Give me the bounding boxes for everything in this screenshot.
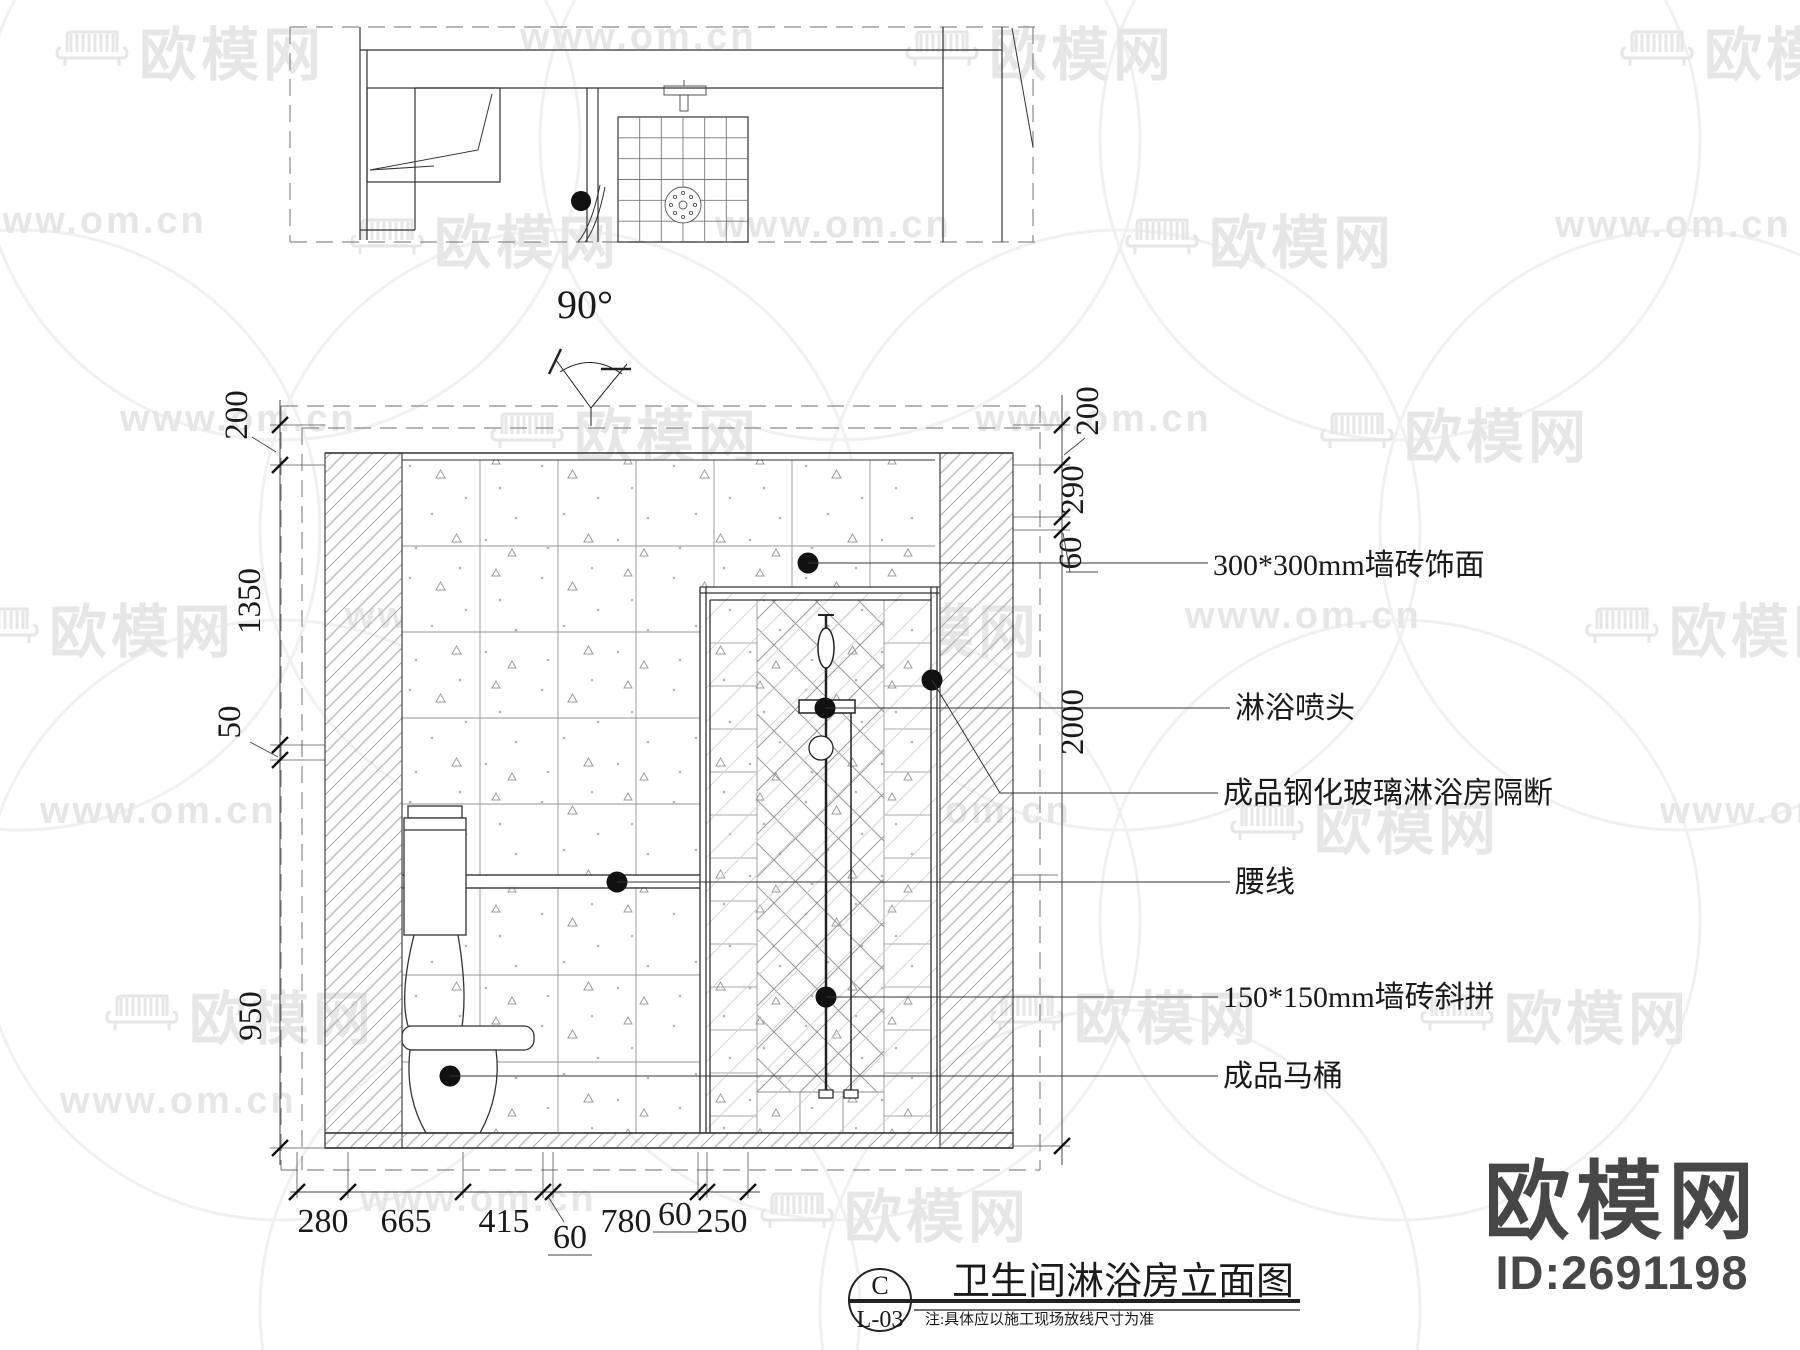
watermark-item: 欧模网: [1125, 196, 1395, 280]
plan-marker-dot: [571, 191, 591, 211]
dim-label: 200: [219, 390, 255, 440]
watermark-item: 欧模网: [1320, 390, 1590, 474]
dim-label: 415: [479, 1203, 530, 1240]
detail-ref: C: [871, 1271, 888, 1300]
watermark-item: 欧模网: [1420, 972, 1690, 1056]
angle-annotation: 90°: [547, 282, 631, 426]
watermark-item: 欧模网: [350, 196, 620, 280]
dim-label: 290: [1055, 465, 1091, 515]
floor-drain: [664, 186, 702, 224]
watermark-item: www.om.cn: [60, 1080, 297, 1122]
drawing-note: 注:具体应以施工现场放线尺寸为准: [925, 1310, 1154, 1328]
model-id: ID:2691198: [1495, 1246, 1749, 1299]
watermark-item: 欧模网: [1230, 782, 1500, 866]
watermark-item: www.om.cn: [0, 200, 207, 242]
dim-label: 780: [601, 1203, 652, 1240]
toilet: [401, 805, 535, 1134]
plan-mixer-valve: [663, 80, 707, 112]
watermark-item: 欧模网: [55, 8, 325, 92]
dim-label: 60: [658, 1196, 692, 1233]
dim-label: 280: [298, 1203, 349, 1240]
watermark-item: www.om.cn: [120, 398, 357, 440]
watermark-item: www.om.cn: [715, 204, 952, 246]
callout-label: 成品钢化玻璃淋浴房隔断: [1223, 777, 1553, 810]
sheet-number: L-03: [857, 1307, 904, 1333]
dim-label: 665: [381, 1203, 432, 1240]
watermark-item: 欧模网: [1620, 8, 1800, 92]
dim-label: 2000: [1055, 689, 1091, 755]
callout-label: 腰线: [1235, 866, 1295, 899]
dim-label: 60: [553, 1219, 587, 1256]
dimension-chain-bottom: 280 665 415 60 780 60 250: [288, 1152, 760, 1256]
dim-label: 950: [233, 991, 269, 1041]
dim-label: 250: [697, 1203, 748, 1240]
angle-label: 90°: [557, 282, 613, 327]
watermark-item: 欧模网: [490, 390, 760, 474]
watermark-item: 欧模网: [0, 585, 235, 669]
shower-enclosure: [699, 586, 940, 1133]
plan-shower-floor: [617, 80, 749, 243]
callout-label: 淋浴喷头: [1235, 692, 1355, 725]
dim-label: 1350: [232, 568, 268, 634]
dim-label: 50: [212, 706, 248, 739]
dim-label: 60: [1053, 537, 1089, 570]
watermark-item: www.om.cn: [1555, 204, 1792, 246]
watermark-item: www.om.cn: [1660, 790, 1800, 832]
watermark-item: www.om.cn: [520, 16, 757, 58]
dimension-chain-right: 200 290 60 2000: [1013, 386, 1106, 1165]
watermark-item: 欧模网: [905, 8, 1175, 92]
callouts: 300*300mm墙砖饰面 淋浴喷头 成品钢化玻璃淋浴房隔断 腰线 150*15…: [439, 549, 1553, 1093]
plan-basin-counter: [366, 87, 501, 183]
title-block: C L-03 卫生间淋浴房立面图 注:具体应以施工现场放线尺寸为准: [848, 1261, 1300, 1333]
drawing-title: 卫生间淋浴房立面图: [952, 1261, 1294, 1303]
wall-section-bands: [324, 452, 1014, 1149]
shower-fixture: [798, 614, 859, 1099]
site-branding: 欧模网 ID:2691198: [1484, 1159, 1760, 1300]
dim-label: 200: [1070, 386, 1106, 436]
watermark-item: www.om.cn: [40, 790, 277, 832]
callout-label: 300*300mm墙砖饰面: [1213, 549, 1485, 582]
watermark-item: www.om.cn: [1185, 595, 1422, 637]
watermark-item: 欧模网: [990, 972, 1260, 1056]
watermark-item: 欧模网: [760, 1170, 1030, 1254]
plan-view: [289, 26, 1035, 243]
watermark-item: 欧模网: [1585, 585, 1800, 669]
callout-label: 150*150mm墙砖斜拼: [1223, 981, 1495, 1014]
glass-hatch: [706, 593, 937, 1133]
callout-label: 成品马桶: [1223, 1060, 1343, 1093]
shower-head: [817, 627, 835, 669]
site-logo-text: 欧模网: [1484, 1154, 1760, 1250]
watermark-item: www.om.cn: [360, 1178, 597, 1220]
watermark-item: www.om.cn: [975, 398, 1212, 440]
elevation-view: [280, 405, 1041, 1171]
dimension-chain-left: 200 1350 50 950: [212, 390, 325, 1165]
